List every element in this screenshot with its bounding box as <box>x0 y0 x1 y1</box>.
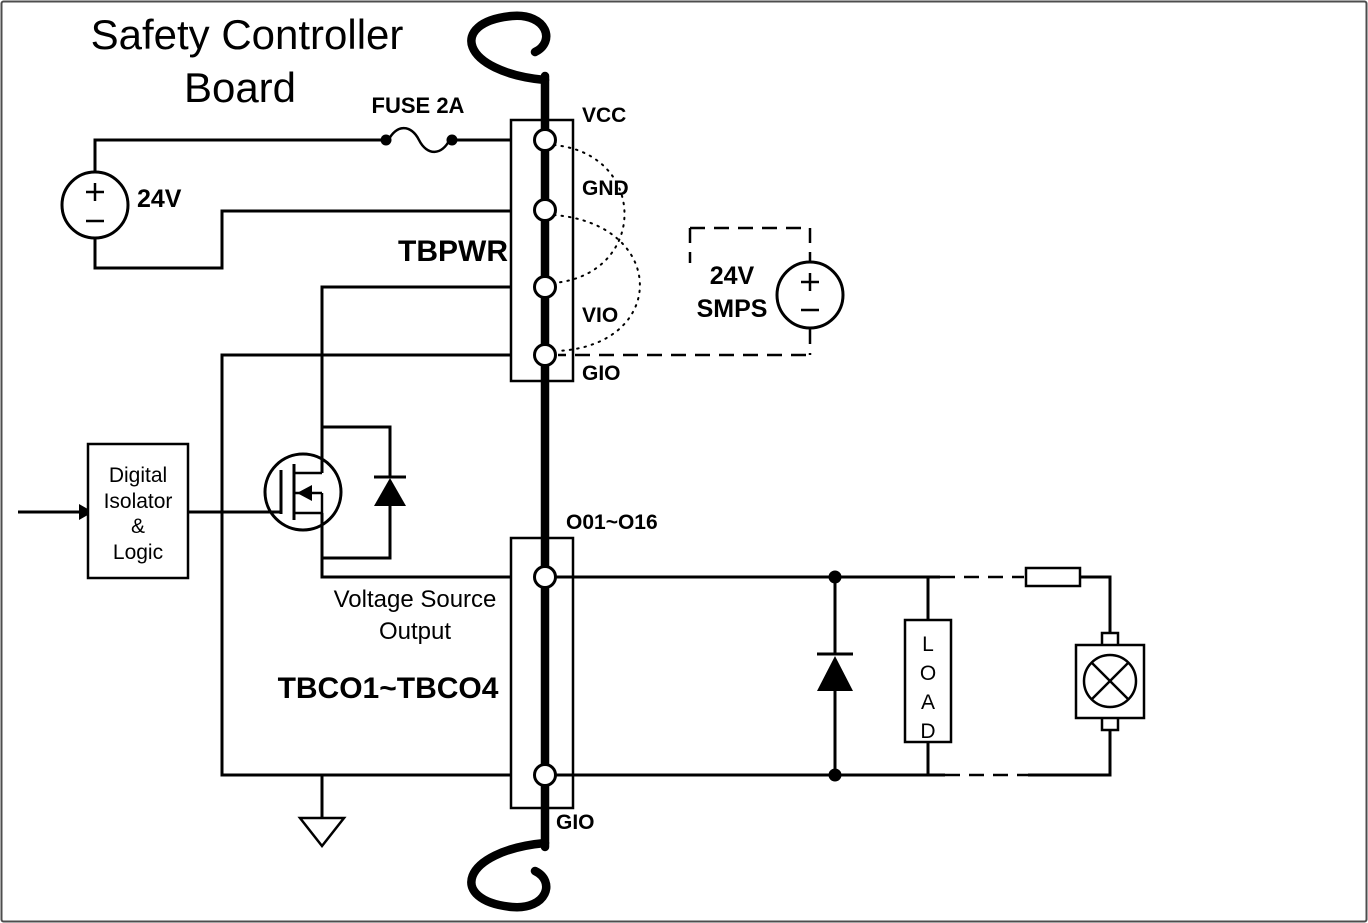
wire-source-to-output <box>320 513 535 579</box>
terminals <box>533 128 557 787</box>
terminal-vcc <box>533 128 557 152</box>
load-letter-1: L <box>922 633 934 656</box>
smps-label-1: 24V <box>710 262 755 290</box>
input-arrowhead <box>79 504 93 520</box>
tbpwr-label: TBPWR <box>398 235 508 268</box>
clamp-diode-triangle <box>817 656 853 691</box>
wire-24v-to-fuse <box>93 138 383 172</box>
plus-icon <box>86 183 104 201</box>
lamp-cross-2 <box>1091 662 1129 700</box>
terminal-o01 <box>533 565 557 589</box>
load-letter-2: O <box>920 662 936 685</box>
input-arrow-icon <box>18 504 93 520</box>
load-fuse-symbol <box>1024 566 1082 588</box>
pin-label-gnd: GND <box>582 177 629 200</box>
load-letter-4: D <box>920 720 935 743</box>
mosfet-arrow-icon <box>297 485 312 501</box>
output-range-label: O01~O16 <box>566 511 658 534</box>
pin-labels: VCC GND VIO GIO O01~O16 GIO <box>556 104 658 834</box>
wires <box>93 138 535 818</box>
bus-break-top <box>467 11 551 85</box>
tbco-label: TBCO1~TBCO4 <box>278 672 499 705</box>
junction-dot-bottom <box>828 768 842 782</box>
internal-connection-arcs <box>553 144 641 352</box>
isolator-label-3: & <box>131 515 145 538</box>
digital-isolator-block: Digital Isolator & Logic <box>86 442 190 580</box>
wire-diode-bottom <box>322 506 392 560</box>
source-label: 24V <box>137 185 182 213</box>
fuse-symbol: FUSE 2A <box>372 93 465 154</box>
fuse-wave <box>386 126 452 154</box>
junction-dot-top <box>828 570 842 584</box>
plus-icon <box>801 273 819 291</box>
ground-icon <box>297 816 347 849</box>
diode-triangle <box>374 478 406 506</box>
smps-label-2: SMPS <box>697 295 768 323</box>
clamp-diode-symbol <box>817 570 853 782</box>
terminal-gio-bottom <box>533 763 557 787</box>
load-letter-3: A <box>921 691 935 714</box>
output-label-1: Voltage Source <box>334 586 497 613</box>
terminal-gio-top <box>533 343 557 367</box>
wire-lamp-to-bottom-rail <box>1028 730 1112 777</box>
output-label: Voltage Source Output <box>334 586 497 645</box>
bus-break-bottom <box>467 838 551 912</box>
pin-label-gio: GIO <box>582 362 621 385</box>
load-block: L O A D <box>903 577 953 775</box>
mosfet-symbol <box>263 452 343 532</box>
wire-gio-loop <box>220 353 535 777</box>
pin-label-vio: VIO <box>582 304 618 327</box>
gio-bottom-label: GIO <box>556 811 595 834</box>
terminal-gnd <box>533 198 557 222</box>
load-box <box>903 618 953 744</box>
smps-source-circle <box>775 260 845 330</box>
title: Safety Controller Board <box>91 11 404 111</box>
arc-gnd-gio <box>553 214 641 352</box>
voltage-source-24v: 24V <box>60 170 182 240</box>
pin-label-vcc: VCC <box>582 104 626 127</box>
terminal-vio <box>533 275 557 299</box>
title-line2: Board <box>184 64 296 111</box>
ground-triangle <box>297 816 347 849</box>
mosfet-circle <box>263 452 343 532</box>
wire-diode-top <box>322 425 392 477</box>
isolator-label-2: Isolator <box>104 490 173 513</box>
load-circuit: L O A D <box>554 566 1146 782</box>
wire-fuse-to-lamp <box>1080 575 1112 633</box>
wire-24v-to-gnd <box>93 209 535 270</box>
fuse-label: FUSE 2A <box>372 93 465 118</box>
isolator-label-4: Logic <box>113 541 163 564</box>
title-line1: Safety Controller <box>91 11 404 58</box>
lamp-circle <box>1082 653 1138 709</box>
lamp-icon <box>1074 631 1146 732</box>
isolator-label-1: Digital <box>109 464 167 487</box>
source-circle <box>60 170 130 240</box>
wire-vio-to-drain <box>320 285 535 473</box>
isolator-box <box>86 442 190 580</box>
smps-supply: 24V SMPS <box>558 226 845 357</box>
flyback-diode-symbol <box>374 475 406 506</box>
output-label-2: Output <box>379 618 451 645</box>
